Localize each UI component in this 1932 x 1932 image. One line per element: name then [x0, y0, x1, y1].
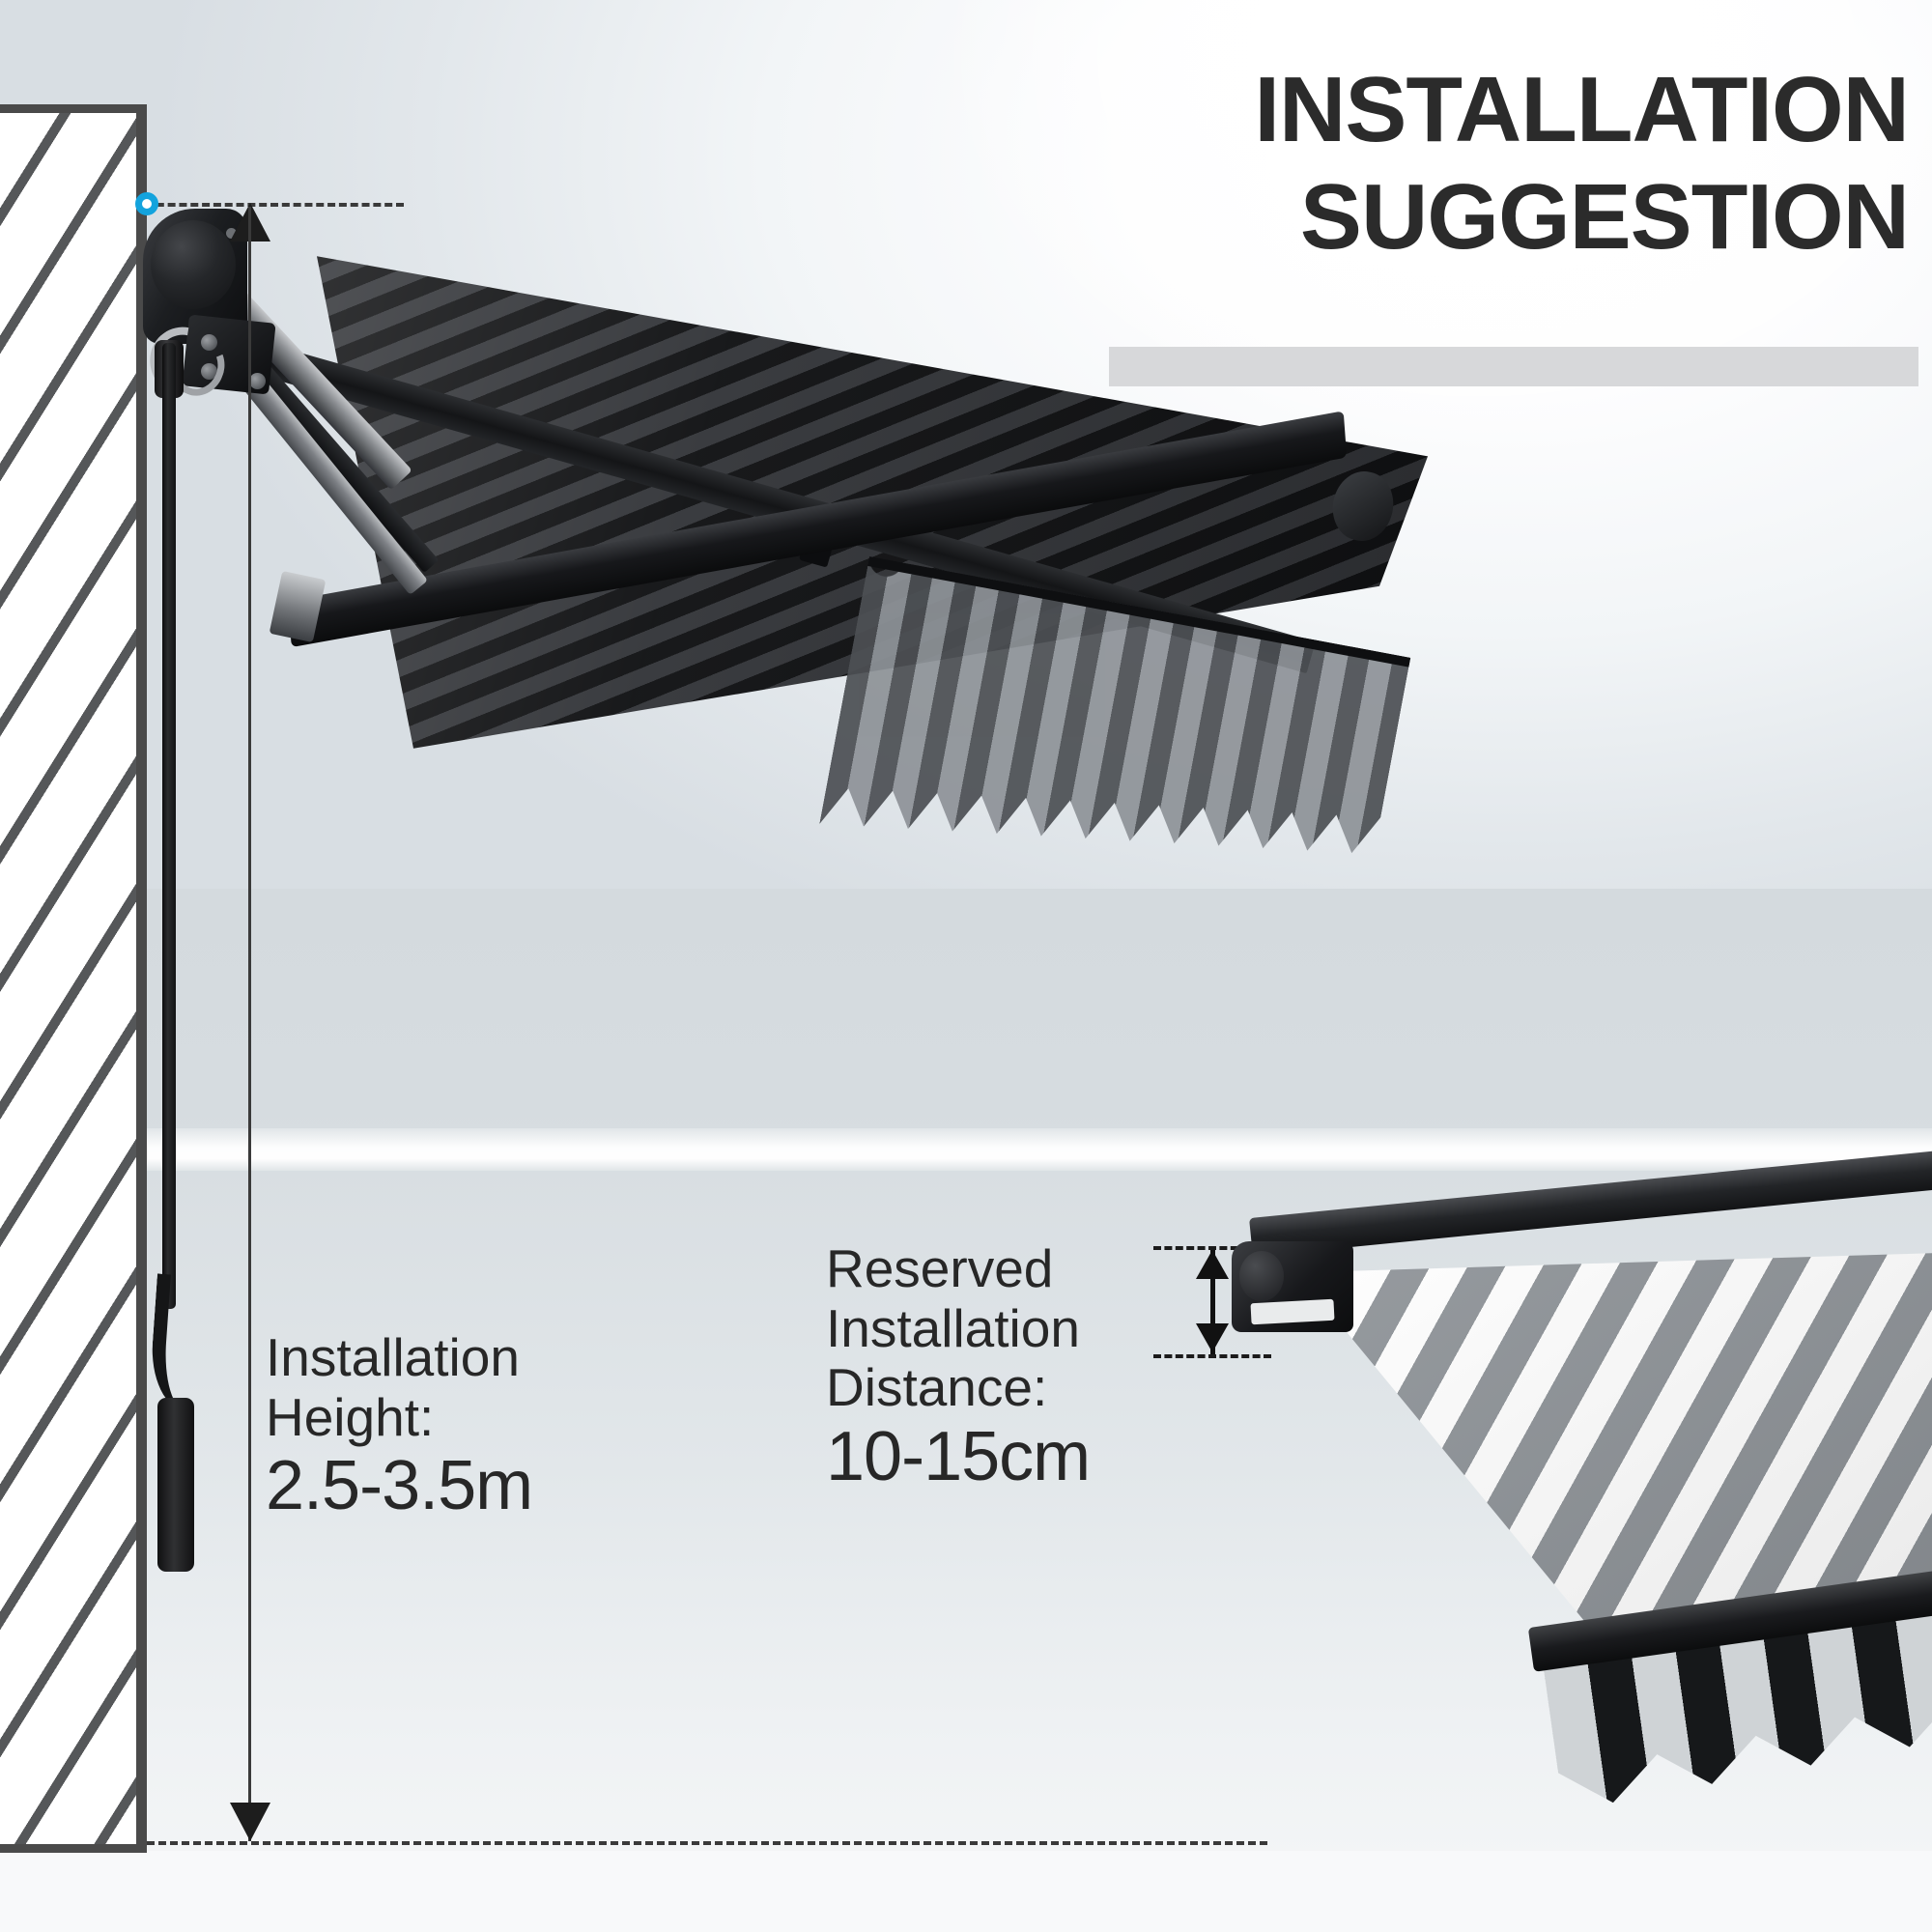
installation-height-label: Installation Height: 2.5-3.5m: [266, 1327, 720, 1525]
reserved-distance-label: Reserved Installation Distance: 10-15cm: [826, 1238, 1232, 1495]
installation-height-dimension-line: [248, 207, 251, 1841]
reserved-distance-value: 10-15cm: [826, 1417, 1091, 1495]
striped-awning-cassette-slot: [1250, 1298, 1335, 1325]
striped-awning-end-disc: [1239, 1251, 1284, 1301]
arrow-down-icon: [230, 1803, 270, 1841]
page-title: INSTALLATION SUGGESTION: [885, 56, 1910, 271]
wall-hatch-pattern: [0, 113, 136, 1844]
arrow-up-icon: [1196, 1250, 1229, 1279]
background-mid-band: [0, 1128, 1932, 1171]
retractable-awning-dark: [126, 184, 1428, 860]
reserved-distance-line-3: Distance:: [826, 1357, 1048, 1418]
awning-housing-end-disc: [151, 220, 236, 309]
reserved-distance-guide-top: [1153, 1246, 1271, 1250]
reserved-distance-line-2: Installation: [826, 1297, 1080, 1358]
bracket-bolt-2: [201, 363, 217, 380]
title-underline-bar: [1109, 347, 1918, 386]
bottom-dimension-guide-line: [147, 1841, 1267, 1845]
reserved-distance-line: [1210, 1250, 1215, 1354]
reserved-distance-line-1: Reserved: [826, 1238, 1054, 1298]
installation-height-line-2: Height:: [266, 1386, 435, 1447]
installation-height-value: 2.5-3.5m: [266, 1447, 533, 1525]
crank-handle-rod: [162, 343, 176, 1309]
top-dimension-guide-line: [145, 203, 404, 207]
background-floor-band: [0, 1851, 1932, 1932]
reserved-distance-guide-bottom: [1153, 1354, 1271, 1358]
reserved-distance-dimension: [1153, 1246, 1279, 1358]
page-title-line-2: SUGGESTION: [1299, 165, 1910, 270]
mounting-point-marker-icon: [135, 192, 158, 215]
bracket-bolt-1: [201, 334, 217, 351]
crank-handle-grip: [157, 1398, 194, 1572]
retractable-awning-striped: [1212, 1146, 1932, 1889]
wall-section: [0, 104, 147, 1853]
arrow-down-icon: [1196, 1323, 1229, 1352]
installation-height-line-1: Installation: [266, 1327, 520, 1387]
page-title-line-1: INSTALLATION: [1254, 58, 1910, 161]
bracket-bolt-3: [249, 373, 266, 389]
